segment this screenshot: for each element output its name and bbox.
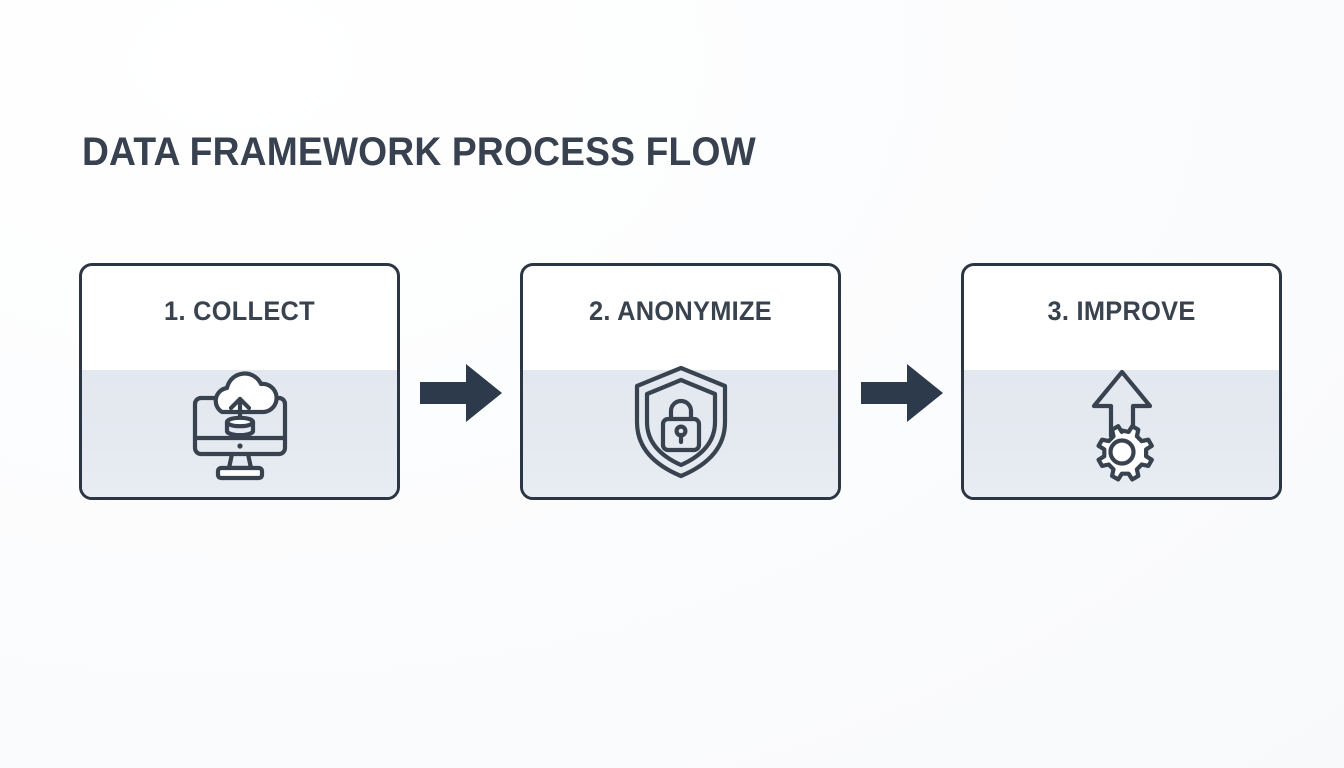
process-step-label: 2. ANONYMIZE <box>589 296 772 326</box>
arrow-right-icon <box>861 362 945 424</box>
shield-lock-icon <box>617 358 745 486</box>
monitor-cloud-upload-database-icon <box>176 358 304 486</box>
process-step-label: 3. IMPROVE <box>1047 296 1196 326</box>
arrow-up-gear-icon <box>1058 358 1186 486</box>
process-step-card-collect[interactable]: 1. COLLECT <box>79 263 400 500</box>
process-flow-diagram: 1. COLLECT <box>0 263 1344 503</box>
process-step-card-improve[interactable]: 3. IMPROVE <box>961 263 1282 500</box>
arrow-right-icon <box>420 362 504 424</box>
page-title: DATA FRAMEWORK PROCESS FLOW <box>82 130 756 174</box>
process-step-label: 1. COLLECT <box>164 296 315 326</box>
process-step-card-anonymize[interactable]: 2. ANONYMIZE <box>520 263 841 500</box>
